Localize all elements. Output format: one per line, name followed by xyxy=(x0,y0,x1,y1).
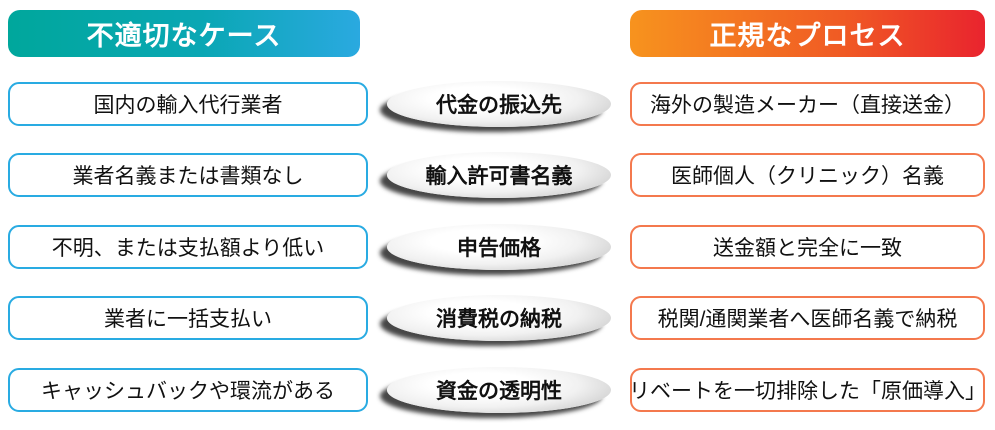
proper-process-box: リベートを一切排除した「原価導入」 xyxy=(629,367,986,412)
category-ellipse: 輸入許可書名義 xyxy=(387,152,611,199)
category-cell: 申告価格 xyxy=(368,223,630,270)
proper-process-box: 税関/通関業者へ医師名義で納税 xyxy=(630,296,985,341)
row-fund-transparency: キャッシュバックや環流がある 資金の透明性 リベートを一切排除した「原価導入」 xyxy=(8,354,986,426)
improper-cases-header: 不適切なケース xyxy=(8,10,360,57)
category-ellipse: 申告価格 xyxy=(387,223,611,270)
proper-process-header: 正規なプロセス xyxy=(630,10,985,57)
comparison-rows: 国内の輸入代行業者 代金の振込先 海外の製造メーカー（直接送金） 業者名義または… xyxy=(0,68,995,426)
proper-process-box: 医師個人（クリニック）名義 xyxy=(630,153,985,198)
category-cell: 輸入許可書名義 xyxy=(368,152,630,199)
row-declared-price: 不明、または支払額より低い 申告価格 送金額と完全に一致 xyxy=(8,211,985,283)
improper-case-box: 国内の輸入代行業者 xyxy=(8,81,368,126)
improper-case-box: キャッシュバックや環流がある xyxy=(8,367,368,412)
row-import-permit-name: 業者名義または書類なし 輸入許可書名義 医師個人（クリニック）名義 xyxy=(8,140,985,212)
improper-case-box: 業者に一括支払い xyxy=(8,296,368,341)
row-payment-destination: 国内の輸入代行業者 代金の振込先 海外の製造メーカー（直接送金） xyxy=(8,68,985,140)
category-cell: 資金の透明性 xyxy=(368,366,630,413)
improper-case-box: 業者名義または書類なし xyxy=(8,153,368,198)
header-row: 不適切なケース 正規なプロセス xyxy=(0,0,995,57)
category-ellipse: 消費税の納税 xyxy=(387,295,611,342)
improper-case-box: 不明、または支払額より低い xyxy=(8,224,368,269)
category-cell: 消費税の納税 xyxy=(368,295,630,342)
row-consumption-tax: 業者に一括支払い 消費税の納税 税関/通関業者へ医師名義で納税 xyxy=(8,283,985,355)
category-ellipse: 代金の振込先 xyxy=(387,80,611,127)
category-cell: 代金の振込先 xyxy=(368,80,630,127)
category-ellipse: 資金の透明性 xyxy=(387,366,611,413)
proper-process-box: 送金額と完全に一致 xyxy=(630,224,985,269)
proper-process-box: 海外の製造メーカー（直接送金） xyxy=(630,81,985,126)
